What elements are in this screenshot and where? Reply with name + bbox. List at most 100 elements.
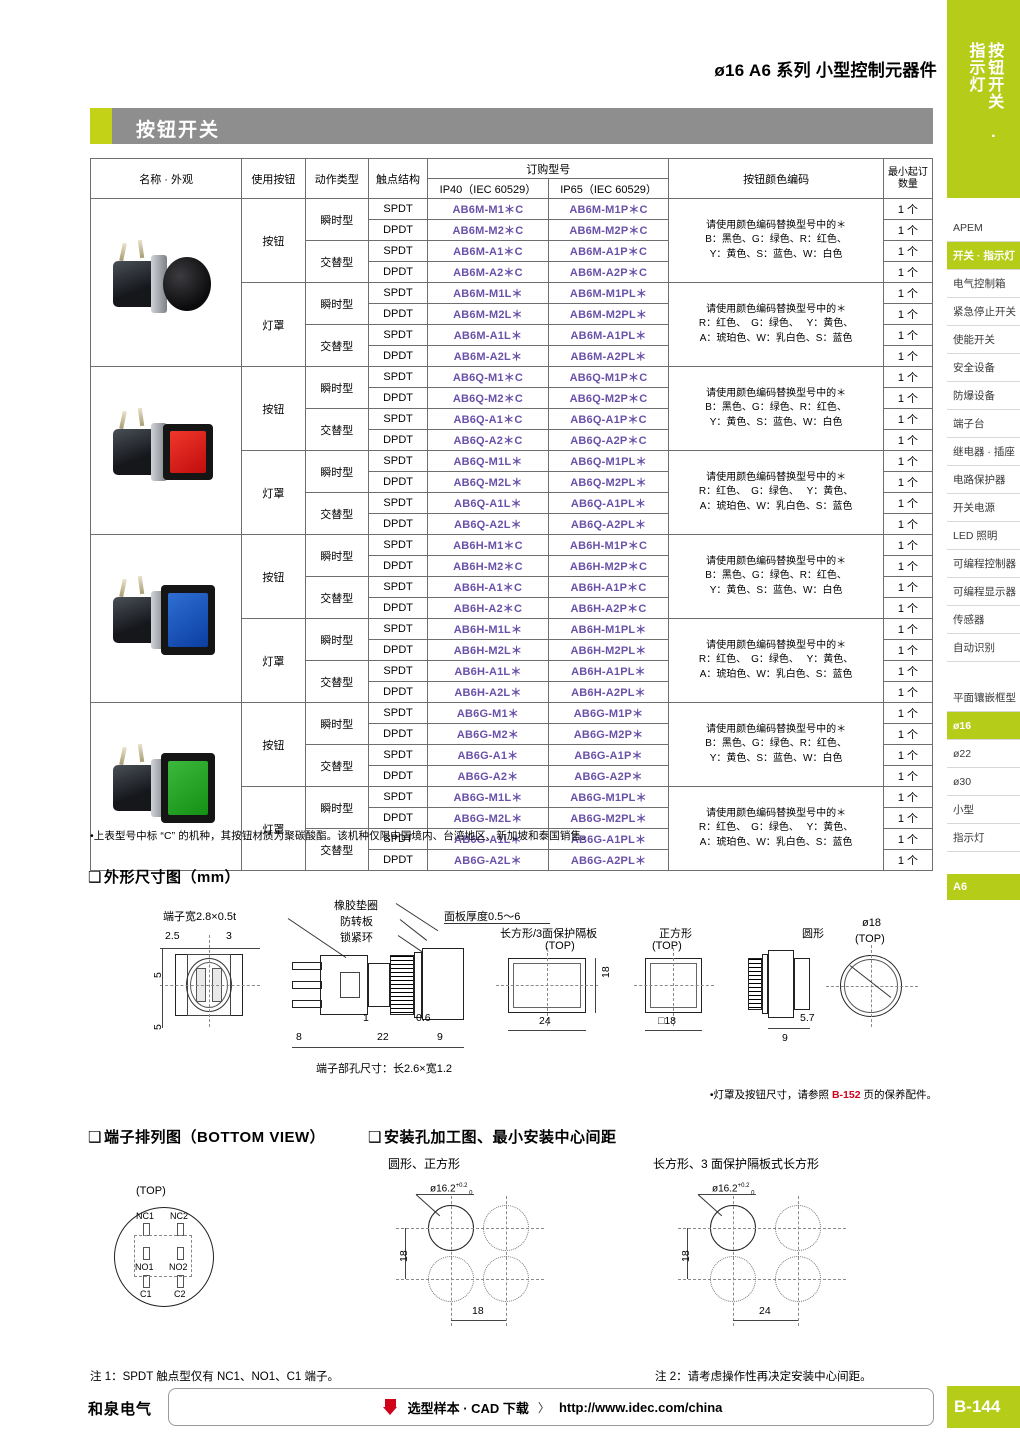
dimension-note: •灯罩及按钮尺寸，请参照 B-152 页的保养配件。: [710, 1087, 937, 1102]
sidebar-item-power-supply[interactable]: 开关电源: [947, 494, 1020, 522]
cell-model-ip40: AB6M-A1＊C: [427, 240, 549, 262]
terminal-outer-circle: [114, 1207, 214, 1307]
sidebar-item-auto-id[interactable]: 自动识别: [947, 634, 1020, 662]
cell-action-type: 瞬时型: [304, 366, 369, 409]
cad-download-url[interactable]: http://www.idec.com/china: [558, 1399, 723, 1415]
cell-model-ip65: AB6M-M1P＊C: [547, 198, 670, 220]
cell-moq: 1 个: [882, 345, 934, 367]
sidebar-item-compact[interactable]: 小型: [947, 796, 1020, 824]
product-photo: [107, 407, 219, 493]
sidebar-item-explosion-proof[interactable]: 防爆设备: [947, 382, 1020, 410]
cad-download-label[interactable]: 选型样本 · CAD 下载: [407, 1400, 529, 1416]
table-note: •上表型号中标 “C” 的机种，其按钮材质为聚碳酸酯。该机种仅限中国境内、台湾地…: [90, 830, 592, 842]
dim-0p6: 0.6: [416, 1012, 431, 1024]
hole-left-dimline-h: [451, 1320, 506, 1321]
hole-left-dim-v: 18: [398, 1250, 410, 1262]
leader-terminal-width: [287, 918, 347, 959]
terminal-top-label: (TOP): [136, 1185, 166, 1197]
cad-download-bar[interactable]: 选型样本 · CAD 下载 〉 http://www.idec.com/chin…: [168, 1388, 934, 1426]
product-photo: [107, 575, 219, 661]
sidebar-item-d22[interactable]: ø22: [947, 740, 1020, 768]
product-table: 名称 · 外观 使用按钮 动作类型 触点结构 订购型号 按钮颜色编码 最小起订 …: [89, 158, 934, 871]
view-round-title: 圆形: [802, 928, 824, 940]
cell-moq: 1 个: [882, 639, 934, 661]
dim-square-line: [645, 1030, 702, 1031]
bullet-square-icon-2: ❑: [88, 1129, 102, 1146]
side-tab-right-label: 按钮开关 ·: [985, 42, 1003, 146]
cell-model-ip40: AB6G-A2L＊: [427, 849, 549, 871]
sidebar-item-apem[interactable]: APEM: [947, 214, 1020, 242]
sidebar-item-pilot-light[interactable]: 指示灯: [947, 824, 1020, 852]
dim-line-top: [160, 948, 260, 949]
cell-action-type: 瞬时型: [304, 282, 369, 325]
terminal-label-no1: NO1: [135, 1262, 154, 1272]
table-row: 长方形带 3 边隔板AB6G 型按钮瞬时型SPDTAB6G-M1＊AB6G-M1…: [89, 702, 934, 871]
cad-download-inner: 选型样本 · CAD 下载 〉 http://www.idec.com/chin…: [169, 1389, 935, 1425]
page-title: ø16 A6 系列 小型控制元器件: [714, 61, 937, 80]
photo-head: [161, 753, 215, 823]
dim-round-line: [768, 1028, 810, 1029]
sidebar-item-switch-indicator[interactable]: 开关 · 指示灯: [947, 242, 1020, 270]
dim-rect-h: 18: [600, 966, 612, 978]
cell-model-ip65: AB6G-M2P＊: [547, 723, 670, 745]
sidebar-item-terminal-block[interactable]: 端子台: [947, 410, 1020, 438]
sidebar-item-d30[interactable]: ø30: [947, 768, 1020, 796]
cell-action-type: 瞬时型: [304, 198, 369, 241]
side-view-terminal-3: [292, 1000, 322, 1008]
sidebar-item-circuit-protector[interactable]: 电路保护器: [947, 466, 1020, 494]
front-view-centerline-h: [160, 985, 260, 986]
sidebar-item-plc[interactable]: 可编程控制器: [947, 550, 1020, 578]
cell-model-ip40: AB6G-A2＊: [427, 765, 549, 787]
cell-model-ip40: AB6M-M2＊C: [427, 219, 549, 241]
cell-model-ip65: AB6H-M2PL＊: [547, 639, 670, 661]
terminal-label-nc2: NC2: [170, 1211, 189, 1221]
sidebar-item-d16[interactable]: ø16: [947, 712, 1020, 740]
photo-head: [161, 585, 215, 655]
sidebar-item-sensor[interactable]: 传感器: [947, 606, 1020, 634]
product-photo: [107, 743, 219, 829]
sidebar-item-enabling-switch[interactable]: 使能开关: [947, 326, 1020, 354]
sidebar-series-tag[interactable]: A6: [947, 874, 1020, 900]
download-icon: [382, 1398, 399, 1416]
dim-rect-w-line: [508, 1030, 586, 1031]
sidebar-item-estop[interactable]: 紧急停止开关: [947, 298, 1020, 326]
view-round-body: [768, 950, 794, 1018]
side-dim-line: [292, 1047, 464, 1048]
cell-contact: DPDT: [367, 387, 429, 409]
section-heading-terminal: ❑端子排列图（BOTTOM VIEW）: [88, 1126, 325, 1147]
hole-right-dimline-v: [687, 1228, 688, 1279]
side-view-base: [320, 955, 368, 1015]
sidebar-item-hmi[interactable]: 可编程显示器: [947, 578, 1020, 606]
sidebar-item-led-lighting[interactable]: LED 照明: [947, 522, 1020, 550]
cell-color-code: 请使用颜色编码替换型号中的＊B：黑色、G：绿色、R：红色、Y：黄色、S：蓝色、W…: [668, 198, 884, 283]
cell-moq: 1 个: [882, 513, 934, 535]
cell-model-ip40: AB6H-A1＊C: [427, 576, 549, 598]
sidebar-item-control-box[interactable]: 电气控制箱: [947, 270, 1020, 298]
dim-8: 8: [296, 1031, 302, 1043]
side-view-neck: [368, 963, 390, 1007]
hole-right-cl-h1: [678, 1228, 846, 1229]
section-heading-hole-label: 安装孔加工图、最小安装中心间距: [383, 1129, 617, 1146]
hole-left-dia-underline: [416, 1194, 474, 1195]
sidebar-item-flush-bezel[interactable]: 平面镶嵌框型: [947, 684, 1020, 712]
sidebar-item-relay-socket[interactable]: 继电器 · 插座: [947, 438, 1020, 466]
hole-left-dimline-v: [405, 1228, 406, 1279]
terminal-label-no2: NO2: [169, 1262, 188, 1272]
col-ip65: IP65（IEC 60529）: [547, 178, 670, 199]
hole-left-cl-h2: [396, 1279, 544, 1280]
cell-action-type: 交替型: [304, 660, 369, 703]
cell-moq: 1 个: [882, 450, 934, 472]
cell-model-ip65: AB6M-M2PL＊: [547, 303, 670, 325]
hole-right-dia-underline: [698, 1194, 756, 1195]
sidebar-item-safety[interactable]: 安全设备: [947, 354, 1020, 382]
cell-model-ip40: AB6M-M1L＊: [427, 282, 549, 304]
